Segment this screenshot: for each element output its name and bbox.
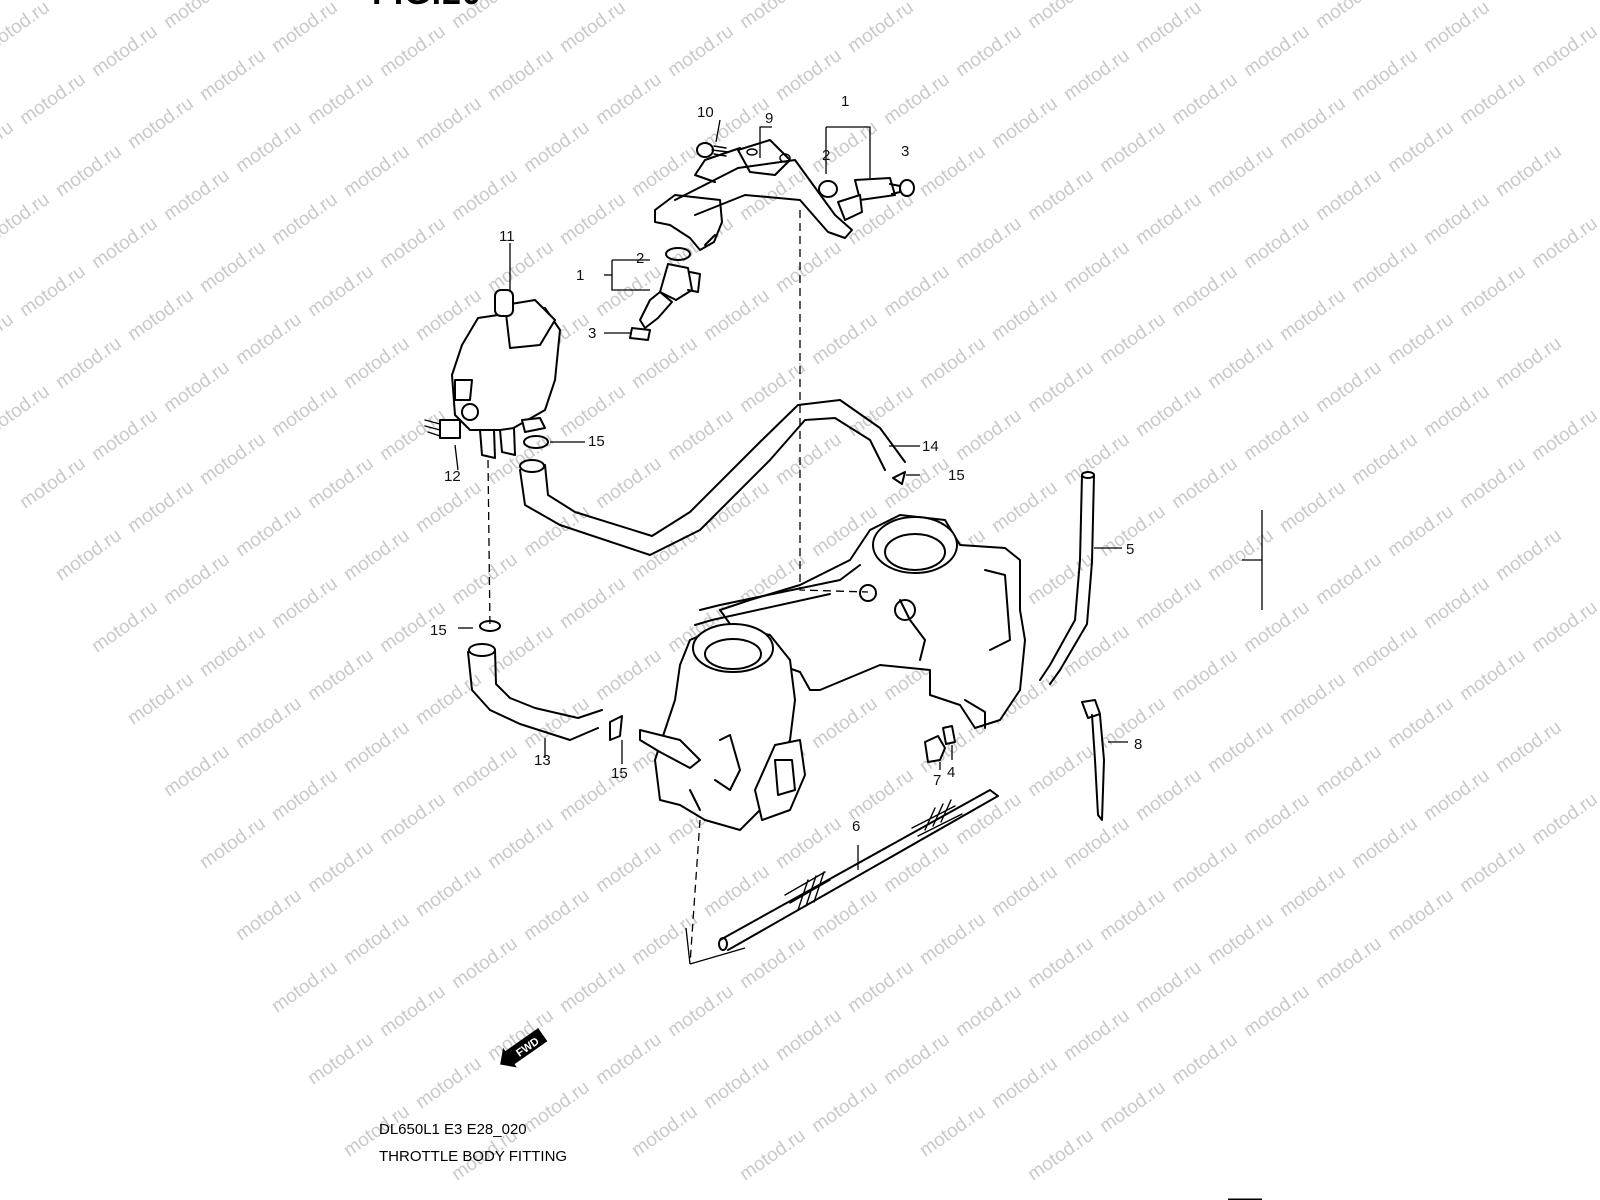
callout-2-mid: 2 xyxy=(636,250,645,267)
callout-7: 7 xyxy=(933,772,942,789)
figure-title: FIG.20 xyxy=(372,0,482,13)
callout-1-mid: 1 xyxy=(576,267,585,284)
callout-5: 5 xyxy=(1126,541,1135,558)
clamp-15-b xyxy=(892,471,906,485)
throttle-body-assembly xyxy=(639,514,1026,831)
o-ring-2-top xyxy=(818,180,838,198)
cable-tie-8 xyxy=(1081,699,1105,821)
seal-3-mid xyxy=(629,327,651,341)
fuel-injector-1-top xyxy=(837,177,901,221)
clamp-15-d xyxy=(609,715,623,741)
callout-10: 10 xyxy=(697,104,714,121)
hose-14 xyxy=(519,417,886,556)
seal-3-top xyxy=(899,179,915,197)
clamp-4 xyxy=(942,725,956,745)
hose-13 xyxy=(467,651,599,741)
fuel-injector-1-mid xyxy=(639,263,701,329)
callout-15-bottom: 15 xyxy=(611,765,628,782)
shaft-6 xyxy=(718,789,999,951)
o-ring-2-mid xyxy=(665,247,691,261)
callout-3-mid: 3 xyxy=(588,325,597,342)
callout-15-hose14: 15 xyxy=(948,467,965,484)
model-code: DL650L1 E3 E28_020 xyxy=(379,1121,527,1138)
callout-14: 14 xyxy=(922,438,939,455)
callout-11: 11 xyxy=(499,228,515,245)
callout-12: 12 xyxy=(444,468,461,485)
callout-1-top: 1 xyxy=(841,93,850,110)
callout-9: 9 xyxy=(765,110,774,127)
cap-7 xyxy=(924,735,946,763)
clamp-15-a xyxy=(523,435,549,449)
leader-lines xyxy=(454,119,1263,965)
fwd-direction-arrow: FWD xyxy=(500,1028,548,1068)
bolt-12 xyxy=(424,419,461,439)
callout-4: 4 xyxy=(947,764,956,781)
callout-15-valve: 15 xyxy=(588,433,605,450)
fuel-delivery-pipe xyxy=(654,139,853,251)
figure-caption: THROTTLE BODY FITTING xyxy=(379,1148,568,1165)
callout-15-left: 15 xyxy=(430,622,447,639)
callout-3-top: 3 xyxy=(901,143,910,160)
callout-13: 13 xyxy=(534,752,551,769)
callout-2-top: 2 xyxy=(822,147,831,164)
idle-speed-control-valve-11 xyxy=(451,289,561,459)
hose-5 xyxy=(1039,474,1083,681)
callout-8: 8 xyxy=(1134,736,1143,753)
callout-6: 6 xyxy=(852,818,861,835)
bolt-10 xyxy=(696,142,729,158)
